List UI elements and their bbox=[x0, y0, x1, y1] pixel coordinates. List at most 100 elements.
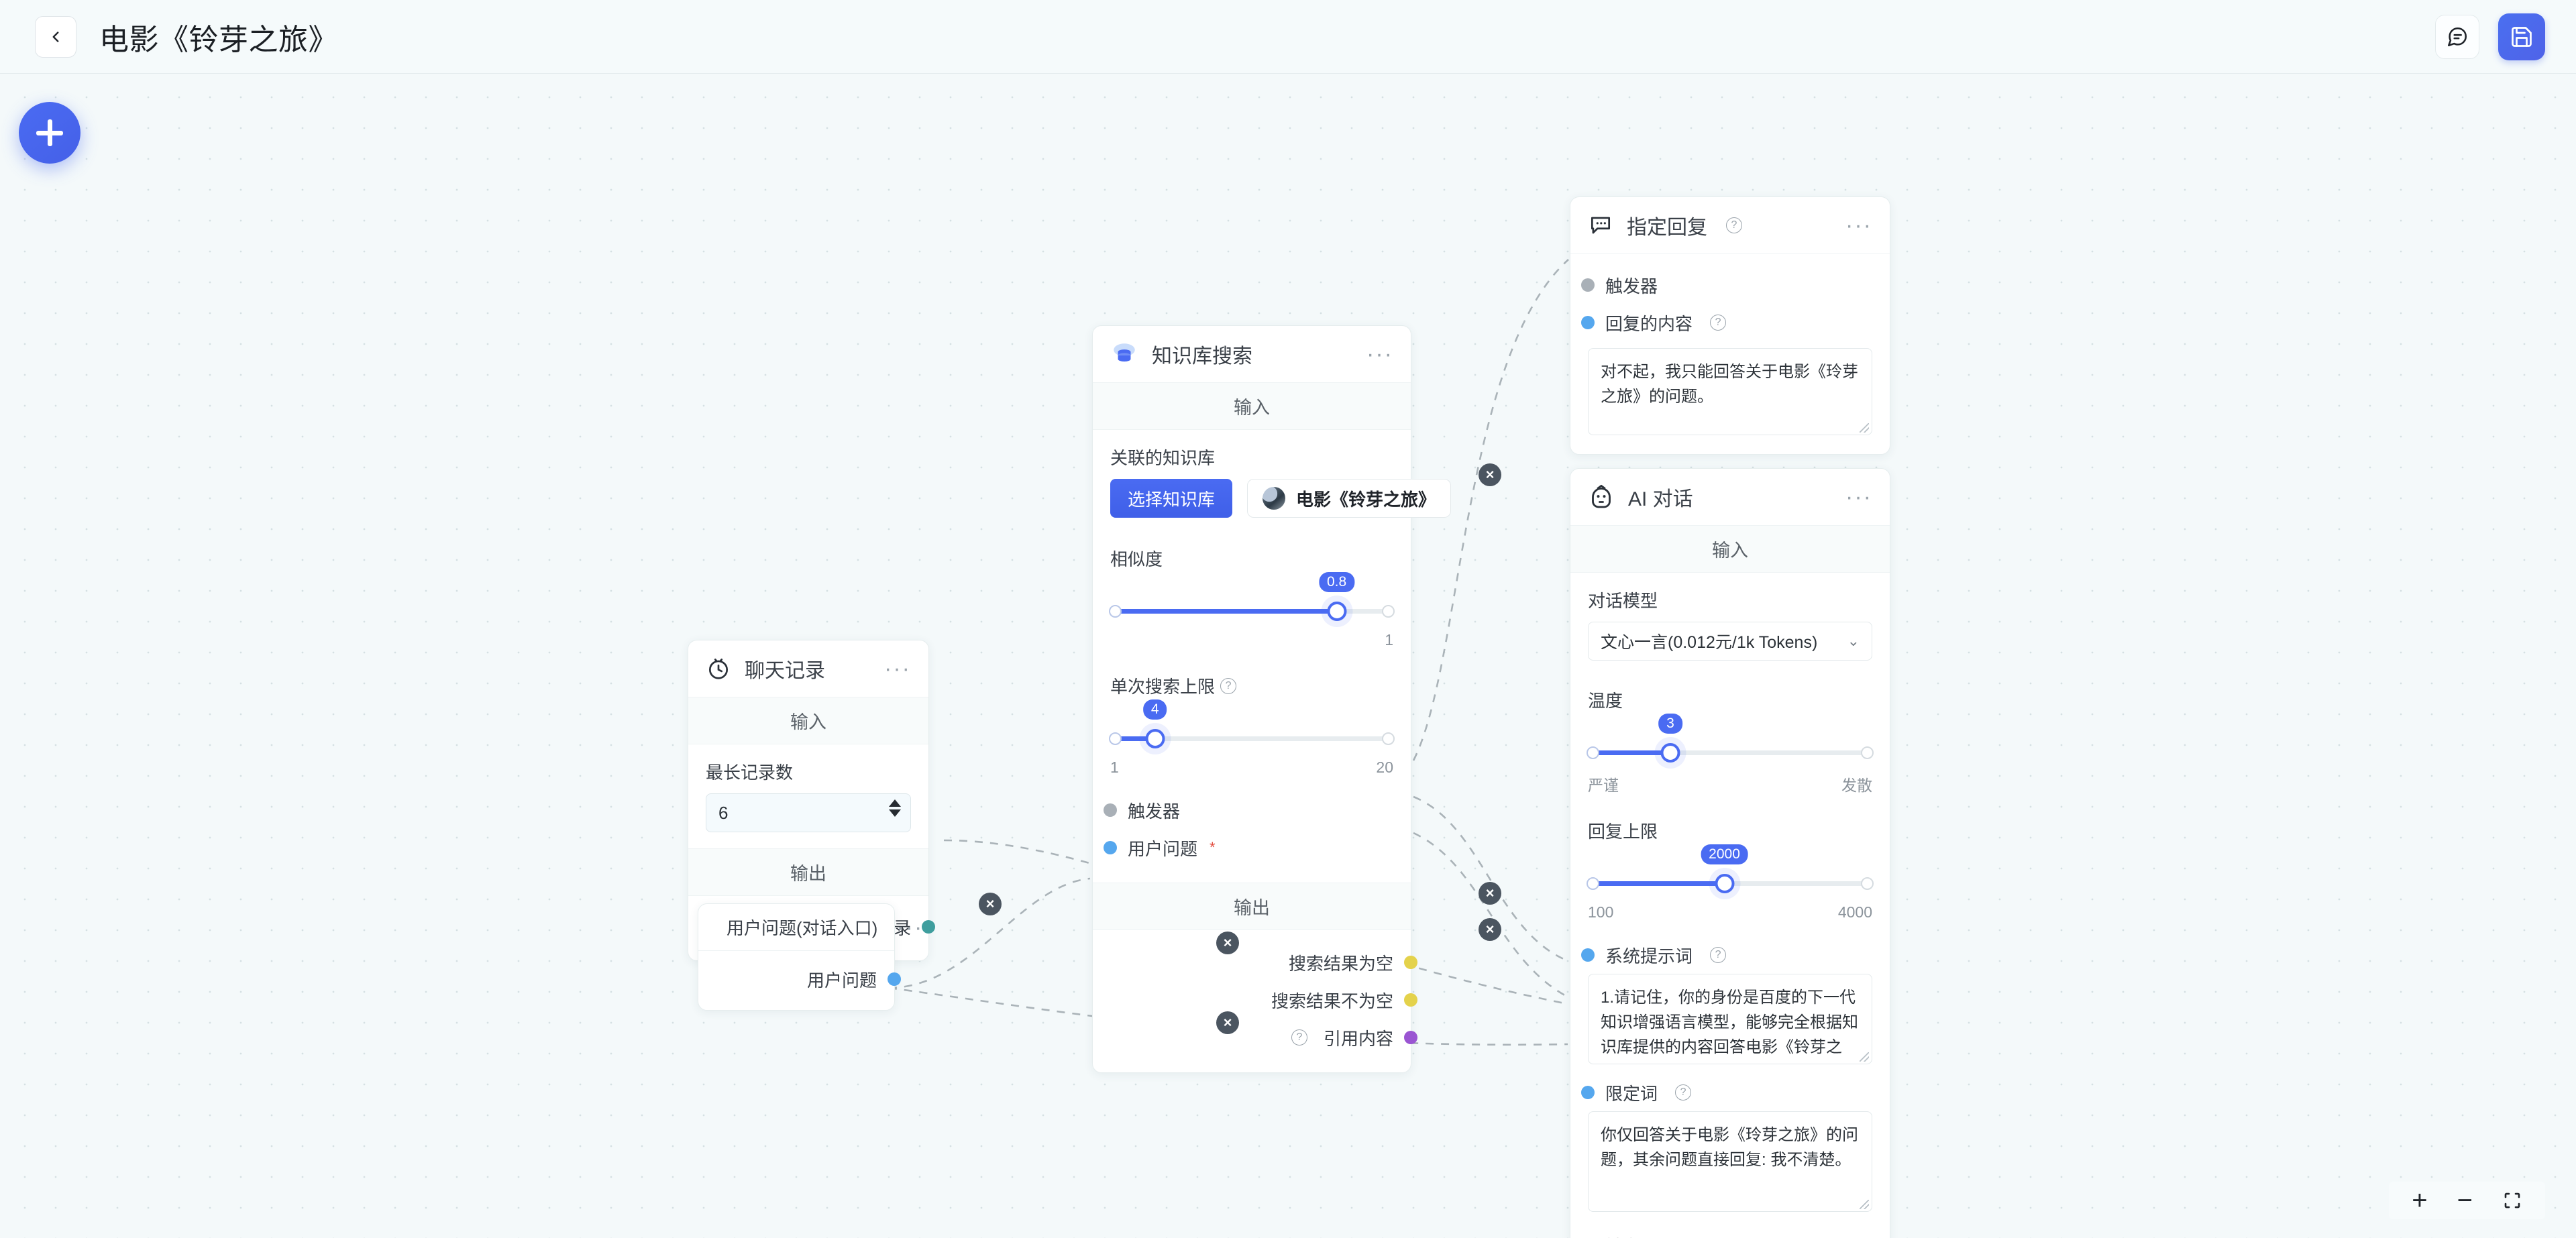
port-dot[interactable] bbox=[1581, 278, 1595, 292]
input-port-trigger[interactable]: 触发器 bbox=[1104, 791, 1393, 829]
output-port-nonempty-result[interactable]: 搜索结果不为空 bbox=[1093, 981, 1417, 1019]
slider-min-endpoint bbox=[1587, 746, 1599, 759]
help-icon[interactable]: ? bbox=[1675, 1084, 1692, 1101]
input-port-user-question[interactable]: 用户问题* bbox=[1104, 829, 1393, 866]
system-prompt-textarea[interactable]: 1.请记住，你的身份是百度的下一代知识增强语言模型，能够完全根据知识库提供的内容… bbox=[1588, 974, 1872, 1064]
topk-slider[interactable]: 4 bbox=[1109, 699, 1395, 750]
similarity-range: 1 bbox=[1110, 631, 1393, 649]
help-icon[interactable]: ? bbox=[1726, 217, 1742, 233]
node-user-question[interactable]: 用户问题(对话入口) ··· 用户问题 bbox=[698, 903, 922, 1011]
output-port-empty-result[interactable]: 搜索结果为空 bbox=[1093, 944, 1417, 981]
stepper-up-icon[interactable] bbox=[889, 799, 901, 807]
node-menu-button[interactable]: ··· bbox=[884, 656, 911, 681]
zoom-out-button[interactable]: − bbox=[2457, 1186, 2473, 1215]
slider-min-endpoint bbox=[1587, 877, 1599, 890]
node-title: 聊天记录 bbox=[745, 660, 825, 682]
zoom-in-button[interactable]: + bbox=[2412, 1186, 2428, 1215]
robot-icon bbox=[1592, 484, 1611, 508]
input-port-trigger[interactable]: 触发器 bbox=[1581, 266, 1872, 304]
field-system-prompt[interactable]: 系统提示词 ? bbox=[1581, 936, 1872, 974]
node-menu-button[interactable]: ··· bbox=[1845, 213, 1872, 238]
max-reply-value-bubble: 2000 bbox=[1701, 844, 1748, 864]
node-menu-button[interactable]: ··· bbox=[896, 914, 924, 940]
input-port-reply-content[interactable]: 回复的内容 ? bbox=[1581, 304, 1872, 341]
node-knowledge-search[interactable]: 知识库搜索 ··· 输入 关联的知识库 选择知识库 电影《铃芽之旅》 相似度 0… bbox=[1092, 325, 1452, 1073]
port-dot[interactable] bbox=[1581, 948, 1595, 962]
model-select[interactable]: 文心一言(0.012元/1k Tokens) ⌄ bbox=[1588, 622, 1872, 661]
number-stepper[interactable] bbox=[889, 799, 901, 817]
slider-fill bbox=[1588, 750, 1670, 755]
edge-kbempty-to-reply bbox=[1412, 259, 1569, 761]
output-port-quote-content[interactable]: ? 引用内容 bbox=[1093, 1019, 1417, 1056]
port-dot[interactable] bbox=[1104, 841, 1117, 854]
help-icon[interactable]: ? bbox=[1291, 1029, 1307, 1046]
slider-fill bbox=[1110, 609, 1337, 614]
select-knowledge-base-button[interactable]: 选择知识库 bbox=[1110, 479, 1233, 518]
node-ai-chat[interactable]: AI 对话 ··· 输入 对话模型 文心一言(0.012元/1k Tokens)… bbox=[1570, 468, 1890, 1238]
back-button[interactable] bbox=[35, 15, 76, 58]
edge-delete-button[interactable]: × bbox=[1479, 882, 1501, 905]
help-icon[interactable]: ? bbox=[1710, 315, 1727, 331]
slider-max-endpoint bbox=[1382, 732, 1395, 745]
port-dot[interactable] bbox=[1581, 316, 1595, 329]
fit-view-button[interactable] bbox=[2502, 1190, 2522, 1211]
port-label: 触发器 bbox=[1605, 276, 1658, 296]
fixed-reply-body: 触发器 回复的内容 ? 对不起，我只能回答关于电影《玲芽之旅》的问题。 bbox=[1570, 254, 1890, 454]
node-fixed-reply[interactable]: 指定回复 ? ··· 触发器 回复的内容 ? 对不起，我只能回答关于电影《玲芽之… bbox=[1570, 196, 1890, 455]
port-dot[interactable] bbox=[1404, 993, 1417, 1007]
node-header[interactable]: 知识库搜索 ··· bbox=[1093, 326, 1411, 383]
edge-delete-button[interactable]: × bbox=[979, 893, 1002, 915]
temperature-slider[interactable]: 3 bbox=[1587, 714, 1874, 765]
node-header[interactable]: 指定回复 ? ··· bbox=[1570, 197, 1890, 254]
chat-history-inputs: 最长记录数 6 bbox=[688, 744, 928, 848]
help-icon[interactable]: ? bbox=[1710, 947, 1727, 963]
max-records-input[interactable]: 6 bbox=[706, 793, 911, 832]
topk-value-bubble: 4 bbox=[1142, 699, 1167, 720]
slider-max-endpoint bbox=[1861, 746, 1874, 759]
node-header[interactable]: AI 对话 ··· bbox=[1570, 469, 1890, 526]
floppy-disk-save-icon bbox=[2512, 26, 2532, 47]
port-dot[interactable] bbox=[1404, 956, 1417, 969]
similarity-slider-knob[interactable] bbox=[1327, 602, 1347, 621]
edge-delete-button[interactable]: × bbox=[1216, 1011, 1239, 1034]
temperature-range: 严谨 发散 bbox=[1588, 773, 1872, 795]
topk-slider-knob[interactable] bbox=[1145, 729, 1165, 748]
zoom-toolbar[interactable]: + − bbox=[2389, 1182, 2545, 1219]
node-header[interactable]: 聊天记录 ··· bbox=[688, 640, 928, 697]
knowledge-base-chip[interactable]: 电影《铃芽之旅》 bbox=[1247, 479, 1452, 518]
temperature-slider-knob[interactable] bbox=[1660, 743, 1680, 763]
similarity-slider[interactable]: 0.8 bbox=[1109, 572, 1395, 623]
max-reply-slider[interactable]: 2000 bbox=[1587, 844, 1874, 895]
port-dot[interactable] bbox=[888, 972, 901, 986]
node-header[interactable]: 用户问题(对话入口) ··· bbox=[698, 904, 922, 951]
chevron-down-icon: ⌄ bbox=[1847, 632, 1860, 649]
add-node-fab[interactable] bbox=[19, 102, 80, 164]
topk-range: 1 20 bbox=[1110, 758, 1393, 777]
max-reply-slider-knob[interactable] bbox=[1715, 874, 1735, 893]
edge-delete-button[interactable]: × bbox=[1479, 918, 1501, 941]
output-section-label: 输出 bbox=[688, 848, 928, 896]
edge-delete-button[interactable]: × bbox=[1479, 463, 1501, 486]
stepper-down-icon[interactable] bbox=[889, 809, 901, 817]
input-port-trigger[interactable]: 触发器 bbox=[1588, 1227, 1872, 1238]
node-menu-button[interactable]: ··· bbox=[1366, 341, 1393, 367]
page-title: 电影《铃芽之旅》 bbox=[99, 23, 338, 56]
similarity-label: 相似度 bbox=[1110, 549, 1163, 569]
edge-delete-button[interactable]: × bbox=[1216, 932, 1239, 954]
slider-track bbox=[1588, 750, 1872, 755]
limit-word-textarea[interactable]: 你仅回答关于电影《玲芽之旅》的问题，其余问题直接回复: 我不清楚。 bbox=[1588, 1111, 1872, 1212]
save-button[interactable] bbox=[2498, 13, 2545, 60]
field-limit-word[interactable]: 限定词 ? bbox=[1581, 1074, 1872, 1111]
reply-content-textarea[interactable]: 对不起，我只能回答关于电影《玲芽之旅》的问题。 bbox=[1588, 348, 1872, 435]
port-label: 搜索结果为空 bbox=[1288, 953, 1393, 974]
kb-field-label: 关联的知识库 bbox=[1110, 448, 1216, 468]
port-dot[interactable] bbox=[1581, 1086, 1595, 1099]
workflow-canvas[interactable]: × × × × × × 知识库搜索 ··· 输入 关联的知识库 选择知识库 bbox=[0, 74, 2576, 1238]
output-port-user-question[interactable]: 用户问题 bbox=[698, 960, 901, 998]
port-dot[interactable] bbox=[922, 920, 935, 934]
port-dot[interactable] bbox=[1104, 803, 1117, 817]
chat-button[interactable] bbox=[2435, 14, 2479, 59]
help-icon[interactable]: ? bbox=[1220, 677, 1237, 694]
node-menu-button[interactable]: ··· bbox=[1845, 484, 1872, 510]
port-dot[interactable] bbox=[1404, 1031, 1417, 1044]
